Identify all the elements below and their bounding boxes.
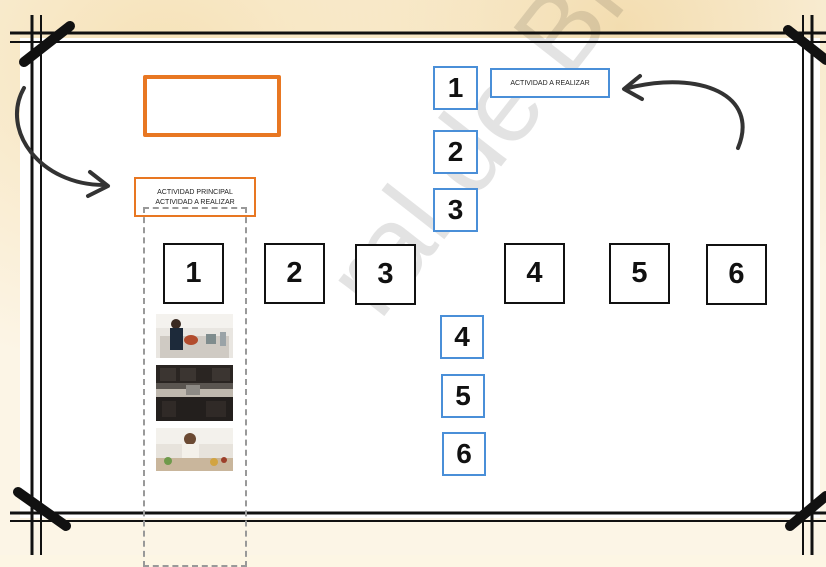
vertical-box-2: 2 [433,130,478,174]
vertical-box-6: 6 [442,432,486,476]
vertical-box-1: 1 [433,66,478,110]
orange-title-box [143,75,281,137]
vertical-box-5: 5 [441,374,485,418]
vertical-box-4: 4 [440,315,484,359]
horizontal-box-4: 4 [504,243,565,304]
woman-cooking-photo [156,314,233,358]
woman-at-table-photo [156,428,233,471]
activity-label-text: ACTIVIDAD A REALIZAR [510,80,589,87]
main-activity-line1: ACTIVIDAD PRINCIPAL [136,188,254,198]
horizontal-box-1: 1 [163,243,224,304]
activity-label-box: ACTIVIDAD A REALIZAR [490,68,610,98]
horizontal-box-5: 5 [609,243,670,304]
vertical-box-3: 3 [433,188,478,232]
dark-kitchen-photo [156,365,233,421]
curved-arrow-right [628,82,743,148]
horizontal-box-6: 6 [706,244,767,305]
horizontal-box-2: 2 [264,243,325,304]
horizontal-box-3: 3 [355,244,416,305]
